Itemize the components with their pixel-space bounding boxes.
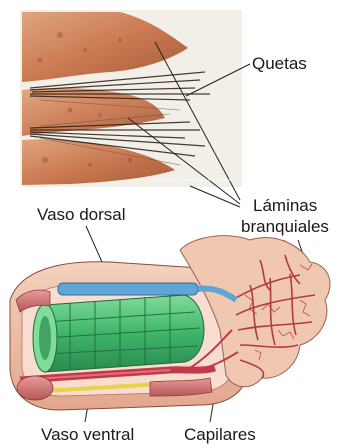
body-segment-illustration	[10, 236, 330, 410]
label-vaso-ventral: Vaso ventral	[41, 425, 134, 445]
label-laminas-line1: Láminas	[253, 196, 317, 216]
label-quetas: Quetas	[252, 54, 307, 74]
label-laminas-line2: branquiales	[241, 217, 329, 237]
label-capilares: Capilares	[184, 425, 256, 445]
photo-credit: BIODIDAC © J. Rosenthal, Univ. d'Ottawa	[157, 177, 232, 182]
label-vaso-dorsal: Vaso dorsal	[37, 205, 126, 225]
micrograph-photo	[20, 10, 242, 187]
